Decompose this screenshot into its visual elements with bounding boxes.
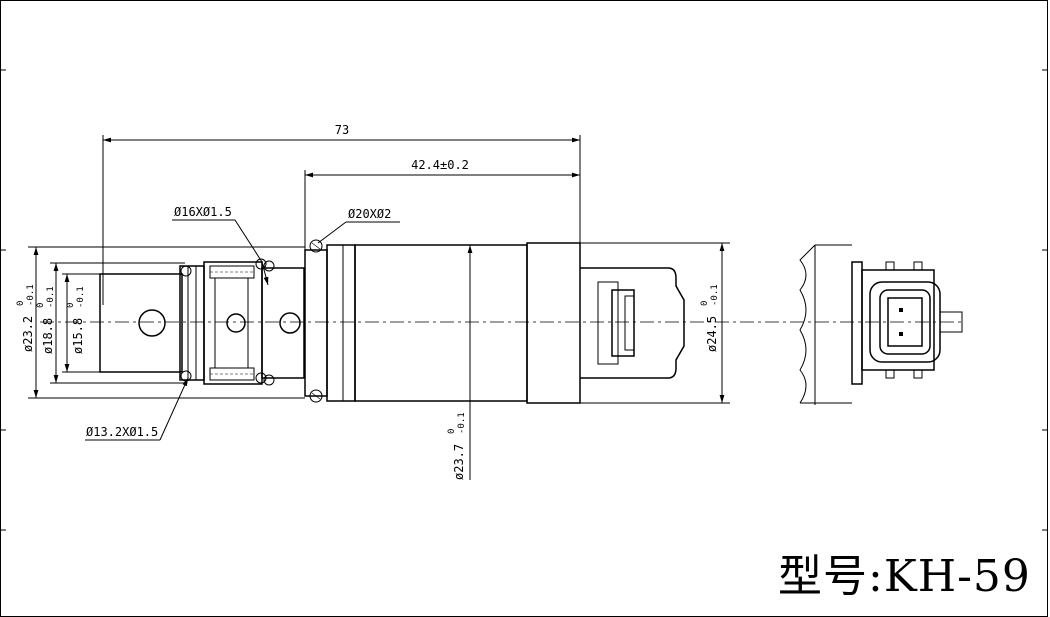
dim-overall-length: 73: [102, 123, 581, 305]
svg-text:0: 0: [447, 429, 457, 434]
svg-text:0: 0: [66, 303, 76, 308]
svg-text:ø23.7: ø23.7: [452, 444, 466, 480]
dia-label-3: ø15.8 0 -0.1: [66, 286, 86, 354]
svg-text:-0.1: -0.1: [457, 412, 467, 434]
coil-housing: [526, 242, 730, 404]
model-label: 型号:KH-59: [778, 551, 1031, 602]
dia-label-2: ø18.8 0 -0.1: [36, 286, 56, 354]
end-view: [799, 244, 963, 405]
frame-ticks: [0, 69, 1048, 531]
svg-text:0: 0: [16, 301, 26, 306]
svg-text:-0.1: -0.1: [710, 284, 720, 306]
dia-label-1: ø23.2 0 -0.1: [16, 284, 36, 352]
callout-oring-small: Ø16XØ1.5: [172, 205, 269, 286]
svg-text:ø24.5: ø24.5: [705, 316, 719, 352]
valve-body: [326, 244, 528, 480]
dia-label-4: ø24.5 0 -0.1: [700, 284, 720, 352]
connector-side: [580, 267, 685, 379]
callout-oring-large: Ø20XØ2: [317, 207, 400, 244]
callout-oring-large-text: Ø20XØ2: [348, 207, 391, 221]
svg-text:0: 0: [36, 303, 46, 308]
dia-label-5: ø23.7 0 -0.1: [447, 412, 467, 480]
callout-oring-bottom-text: Ø13.2XØ1.5: [86, 425, 158, 439]
oring-large: [304, 239, 328, 403]
svg-text:-0.1: -0.1: [26, 284, 36, 306]
valve-nose: [99, 265, 205, 381]
svg-text:ø23.2: ø23.2: [21, 316, 35, 352]
svg-text:ø18.8: ø18.8: [41, 318, 55, 354]
dim-partial-length-text: 42.4±0.2: [411, 158, 469, 172]
svg-text:ø15.8: ø15.8: [71, 318, 85, 354]
callout-oring-bottom: Ø13.2XØ1.5: [85, 377, 189, 441]
valve-spool: [203, 261, 305, 385]
dim-overall-length-text: 73: [335, 123, 349, 137]
svg-text:-0.1: -0.1: [76, 286, 86, 308]
svg-text:0: 0: [700, 301, 710, 306]
svg-text:-0.1: -0.1: [46, 286, 56, 308]
dim-partial-length: 42.4±0.2: [304, 158, 580, 250]
dim-diameters-left: [28, 246, 305, 399]
callout-oring-small-text: Ø16XØ1.5: [174, 205, 232, 219]
